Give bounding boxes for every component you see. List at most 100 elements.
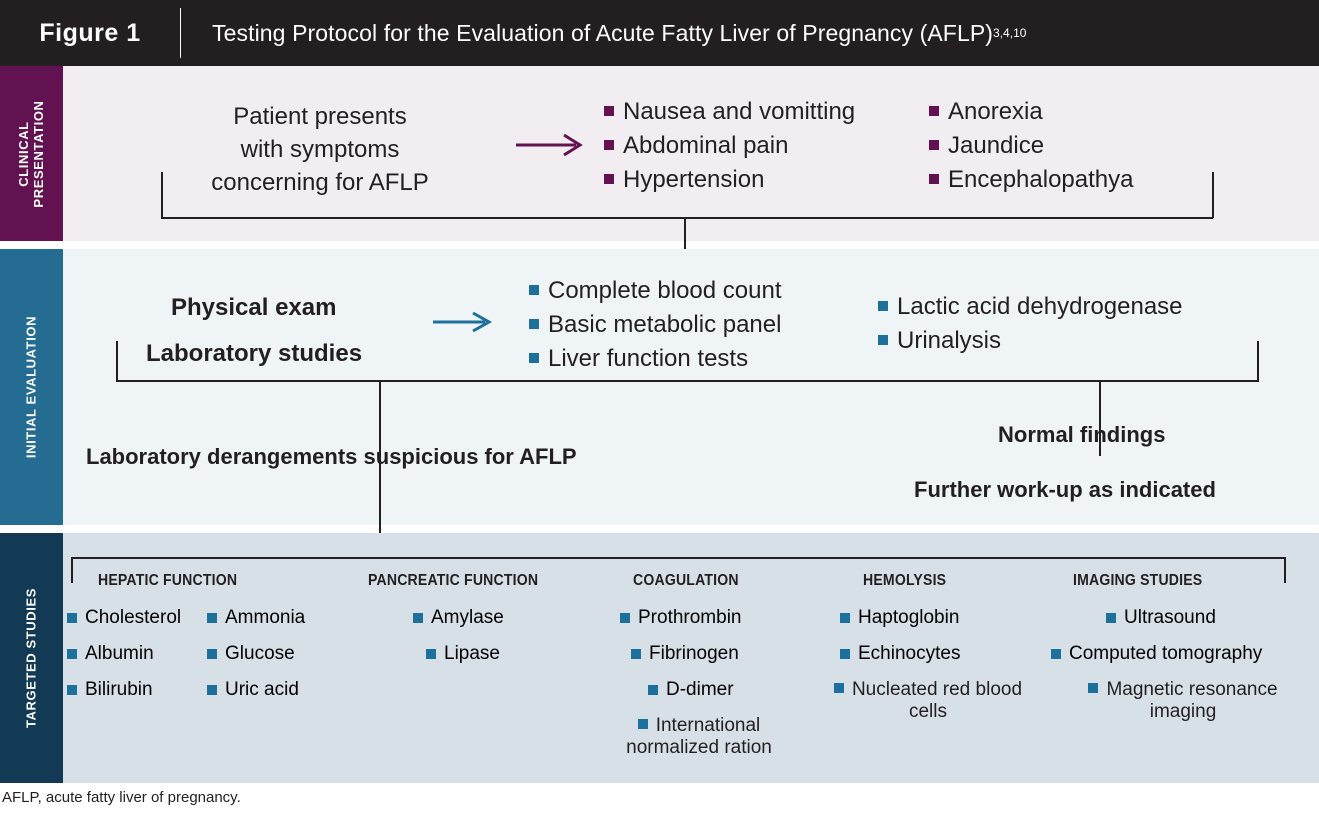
targeted-item-label: D-dimer bbox=[666, 679, 734, 700]
symptom-label: Jaundice bbox=[948, 132, 1045, 159]
targeted-item: Nucleated red blood cells bbox=[823, 679, 1033, 723]
branch-label-further-workup: Further work-up as indicated bbox=[914, 477, 1216, 502]
symptom-item: Jaundice bbox=[929, 132, 1044, 160]
initial-bracket-bottom-horizontal bbox=[116, 380, 1259, 382]
targeted-item-label: Prothrombin bbox=[638, 607, 742, 628]
targeted-item-label: Amylase bbox=[431, 607, 504, 628]
bullet-square-icon bbox=[207, 685, 217, 695]
header-divider bbox=[180, 8, 181, 58]
targeted-item-label: Computed tomography bbox=[1069, 643, 1263, 664]
initial-test-item: Complete blood count bbox=[529, 277, 781, 305]
rail-targeted-studies: TARGETED STUDIES bbox=[0, 533, 63, 783]
targeted-bracket-right-vertical bbox=[1284, 557, 1286, 583]
rail-label-clinical-presentation: CLINICAL PRESENTATION bbox=[16, 99, 47, 208]
symptom-item: Hypertension bbox=[604, 166, 764, 194]
initial-bracket-right-vertical bbox=[1257, 341, 1259, 382]
column-heading-hepatic-function: HEPATIC FUNCTION bbox=[98, 572, 238, 589]
bullet-square-icon bbox=[840, 613, 850, 623]
branch-label-derangements: Laboratory derangements suspicious for A… bbox=[86, 444, 577, 469]
targeted-item: Prothrombin bbox=[620, 607, 742, 629]
figure-title: Testing Protocol for the Evaluation of A… bbox=[212, 0, 1309, 66]
bullet-square-icon bbox=[929, 140, 939, 150]
bullet-square-icon bbox=[648, 685, 658, 695]
targeted-item: Ultrasound bbox=[1106, 607, 1216, 629]
bullet-square-icon bbox=[529, 319, 539, 329]
targeted-item-label: International normalized ration bbox=[626, 715, 772, 758]
branch-label-normal-findings: Normal findings bbox=[998, 422, 1166, 447]
symptom-item: Encephalopathya bbox=[929, 166, 1133, 194]
bracket-bottom-horizontal bbox=[161, 217, 1213, 219]
column-heading-imaging-studies: IMAGING STUDIES bbox=[1073, 572, 1203, 589]
symptom-label: Abdominal pain bbox=[623, 132, 789, 159]
initial-bracket-left-vertical bbox=[116, 341, 118, 382]
targeted-item-label: Echinocytes bbox=[858, 643, 961, 664]
initial-test-label: Lactic acid dehydrogenase bbox=[897, 293, 1183, 320]
bullet-square-icon bbox=[426, 649, 436, 659]
targeted-bracket-left-vertical bbox=[71, 557, 73, 583]
canvas-clinical-presentation: Patient presents with symptoms concernin… bbox=[63, 66, 1319, 241]
rail-initial-evaluation: INITIAL EVALUATION bbox=[0, 249, 63, 525]
rail-label-targeted-studies: TARGETED STUDIES bbox=[23, 587, 39, 729]
targeted-item-label: Lipase bbox=[444, 643, 500, 664]
branch-drop-right bbox=[1099, 380, 1101, 456]
section-initial-evaluation: INITIAL EVALUATION Physical exam Laborat… bbox=[0, 249, 1319, 525]
initial-test-label: Basic metabolic panel bbox=[548, 311, 782, 338]
figure-title-superscript: 3,4,10 bbox=[993, 26, 1027, 40]
targeted-item-label: Ammonia bbox=[225, 607, 306, 628]
bullet-square-icon bbox=[1106, 613, 1116, 623]
bracket-left-vertical bbox=[161, 172, 163, 218]
right-arrow-icon bbox=[433, 311, 493, 333]
bullet-square-icon bbox=[1051, 649, 1061, 659]
targeted-item-label: Uric acid bbox=[225, 679, 299, 700]
targeted-item: Bilirubin bbox=[67, 679, 153, 701]
bullet-square-icon bbox=[529, 285, 539, 295]
bullet-square-icon bbox=[631, 649, 641, 659]
targeted-item: Albumin bbox=[67, 643, 154, 665]
bullet-square-icon bbox=[878, 301, 888, 311]
targeted-item-label: Fibrinogen bbox=[649, 643, 739, 664]
targeted-item-label: Cholesterol bbox=[85, 607, 182, 628]
bullet-square-icon bbox=[604, 106, 614, 116]
targeted-item: Amylase bbox=[413, 607, 504, 629]
targeted-item-label: Nucleated red blood cells bbox=[851, 679, 1023, 722]
initial-test-label: Complete blood count bbox=[548, 277, 782, 304]
clinical-prompt-line-1: Patient presents bbox=[233, 103, 407, 130]
clinical-prompt-line-3: concerning for AFLP bbox=[211, 169, 429, 197]
section-clinical-presentation: CLINICAL PRESENTATION Patient presents w… bbox=[0, 66, 1319, 241]
symptom-label: Hypertension bbox=[623, 166, 765, 193]
column-heading-pancreatic-function: PANCREATIC FUNCTION bbox=[368, 572, 539, 589]
bullet-square-icon bbox=[604, 174, 614, 184]
bullet-square-icon bbox=[929, 174, 939, 184]
bullet-square-icon bbox=[604, 140, 614, 150]
bullet-square-icon bbox=[840, 649, 850, 659]
targeted-item: Fibrinogen bbox=[631, 643, 739, 665]
targeted-item: Haptoglobin bbox=[840, 607, 959, 629]
bullet-square-icon bbox=[929, 106, 939, 116]
section-targeted-studies: TARGETED STUDIES HEPATIC FUNCTION PANCRE… bbox=[0, 533, 1319, 783]
symptom-item: Anorexia bbox=[929, 98, 1043, 126]
targeted-item: Magnetic resonance imaging bbox=[1063, 679, 1303, 723]
targeted-item-label: Bilirubin bbox=[85, 679, 153, 700]
targeted-item: Echinocytes bbox=[840, 643, 960, 665]
initial-action-laboratory-studies: Laboratory studies bbox=[146, 340, 363, 367]
targeted-bracket-top-horizontal bbox=[71, 557, 1286, 559]
rail-label-line-2: PRESENTATION bbox=[30, 99, 46, 208]
initial-test-label: Liver function tests bbox=[548, 345, 749, 372]
symptom-label: Anorexia bbox=[948, 98, 1043, 125]
targeted-item: Ammonia bbox=[207, 607, 305, 629]
initial-test-item: Lactic acid dehydrogenase bbox=[878, 293, 1183, 321]
initial-action-physical-exam: Physical exam bbox=[171, 294, 337, 321]
bullet-square-icon bbox=[207, 649, 217, 659]
clinical-prompt: Patient presents with symptoms concernin… bbox=[170, 100, 470, 199]
clinical-prompt-line-2: with symptoms bbox=[240, 136, 400, 164]
bullet-square-icon bbox=[67, 649, 77, 659]
figure-header: Figure 1 Testing Protocol for the Evalua… bbox=[0, 0, 1319, 66]
bullet-square-icon bbox=[1088, 683, 1099, 693]
bullet-square-icon bbox=[833, 683, 844, 693]
initial-test-label: Urinalysis bbox=[897, 327, 1002, 354]
bracket-right-vertical bbox=[1212, 172, 1214, 218]
targeted-item: Cholesterol bbox=[67, 607, 181, 629]
bullet-square-icon bbox=[529, 353, 539, 363]
targeted-item-label: Haptoglobin bbox=[858, 607, 960, 628]
branch-drop-left bbox=[379, 380, 381, 525]
